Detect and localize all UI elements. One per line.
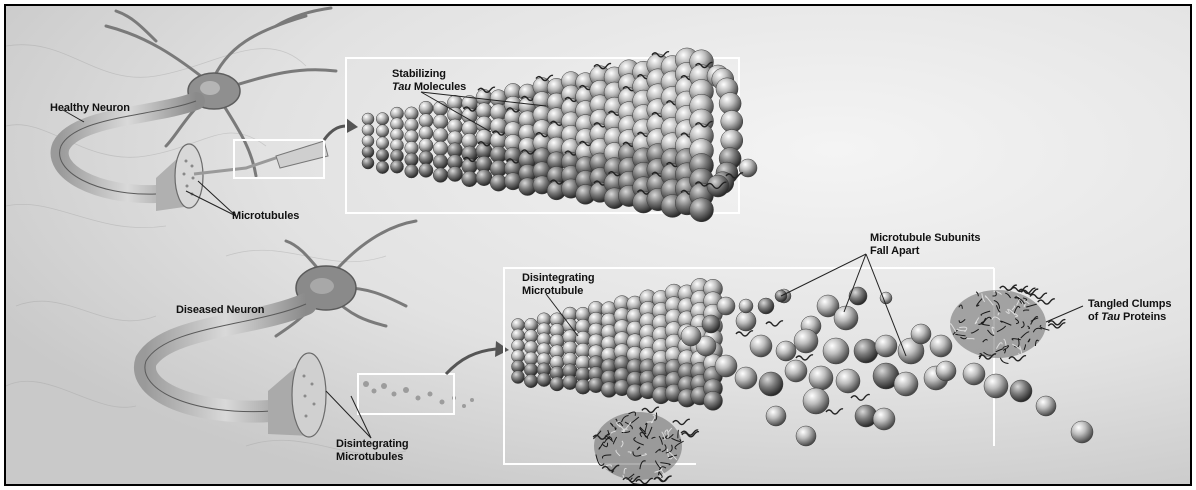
tangle-core	[950, 290, 1046, 358]
subunit-bead	[963, 363, 985, 385]
subunit-bead	[390, 160, 403, 173]
subunit-bead	[462, 171, 478, 187]
subunit-bead	[362, 157, 374, 169]
subunit-bead	[721, 110, 743, 132]
subunit-bead	[419, 163, 433, 177]
label-disintegrating-microtubules: Disintegrating Microtubules	[336, 438, 409, 464]
subunit-bead	[362, 113, 374, 125]
subunit-bead	[707, 175, 729, 197]
subunit-bead	[376, 125, 389, 138]
subunit-bead	[512, 371, 525, 384]
subunit-bead	[419, 138, 433, 152]
subunit-bead	[1071, 421, 1093, 443]
subunit-bead	[875, 335, 897, 357]
subunit-bead	[433, 168, 448, 183]
subunit-bead	[834, 306, 858, 330]
subunit-bead	[803, 388, 829, 414]
subunit-bead	[758, 298, 774, 314]
subunit-bead	[894, 372, 918, 396]
subunit-bead	[433, 141, 448, 156]
subunit-bead	[690, 198, 714, 222]
label-diseased-neuron: Diseased Neuron	[176, 304, 264, 317]
subunit-bead	[796, 426, 816, 446]
subunit-bead	[447, 166, 462, 181]
label-stabilizing-tau-line2: Tau Molecules	[392, 81, 466, 94]
subunit-bead	[433, 128, 448, 143]
subunit-bead	[376, 161, 389, 174]
label-disintegrating-microtubules-line1: Disintegrating	[336, 438, 409, 451]
subunit-bead	[419, 114, 433, 128]
label-healthy-neuron: Healthy Neuron	[50, 102, 130, 115]
subunit-bead	[849, 287, 867, 305]
subunit-bead	[563, 375, 578, 390]
subunit-bead	[911, 324, 931, 344]
label-stabilizing-tau-line1: Stabilizing	[392, 68, 466, 81]
subunit-bead	[405, 164, 419, 178]
subunit-bead	[766, 406, 786, 426]
subunit-bead	[419, 101, 433, 115]
subunit-bead	[1010, 380, 1032, 402]
subunit-bead	[362, 146, 374, 158]
subunit-bead	[362, 135, 374, 147]
subunit-bead	[759, 372, 783, 396]
subunit-bead	[785, 360, 807, 382]
subunit-bead	[362, 124, 374, 136]
subunit-bead	[550, 377, 564, 391]
subunit-bead	[524, 374, 537, 387]
subunit-bead	[930, 335, 952, 357]
subunit-bead	[433, 114, 448, 129]
subunit-bead	[836, 369, 860, 393]
subunit-bead	[717, 297, 735, 315]
subunit-bead	[739, 299, 753, 313]
subunit-bead	[739, 159, 757, 177]
label-disintegrating-microtubule: Disintegrating Microtubule	[522, 272, 595, 298]
subunit-bead	[376, 113, 389, 126]
subunit-bead	[750, 335, 772, 357]
subunit-bead	[809, 366, 833, 390]
subunit-bead	[376, 137, 389, 150]
subunit-bead	[419, 126, 433, 140]
subunit-bead	[823, 338, 849, 364]
subunit-bead	[704, 391, 723, 410]
subunit-bead	[854, 339, 878, 363]
tangle-fiber	[678, 430, 679, 438]
subunit-bead	[419, 151, 433, 165]
tangled-prefix: of	[1088, 311, 1101, 323]
label-disintegrating-microtubules-line2: Microtubules	[336, 451, 409, 464]
tangled-tau-italic: Tau	[1101, 311, 1120, 323]
subunit-bead	[984, 374, 1008, 398]
subunit-bead	[776, 341, 796, 361]
illustration-frame: Healthy Neuron Stabilizing Tau Molecules…	[4, 4, 1192, 486]
label-stabilizing-tau: Stabilizing Tau Molecules	[392, 68, 466, 94]
subunit-bead	[936, 361, 956, 381]
subunit-bead	[715, 355, 737, 377]
subunit-bead	[476, 170, 492, 186]
subunit-bead	[794, 329, 818, 353]
label-tangled-clumps: Tangled Clumps of Tau Proteins	[1088, 298, 1171, 324]
tangled-rest: Proteins	[1120, 311, 1166, 323]
subunit-bead	[736, 311, 756, 331]
subunit-bead	[433, 154, 448, 169]
tau-italic: Tau	[392, 81, 411, 93]
label-subunits-line2: Fall Apart	[870, 245, 980, 258]
subunit-bead	[537, 373, 551, 387]
label-tangled-line2: of Tau Proteins	[1088, 311, 1171, 324]
label-microtubules: Microtubules	[232, 210, 299, 223]
subunit-bead	[681, 326, 701, 346]
tau-rest: Molecules	[411, 81, 466, 93]
subunit-bead	[873, 408, 895, 430]
label-tangled-line1: Tangled Clumps	[1088, 298, 1171, 311]
subunit-bead	[735, 367, 757, 389]
label-disintegrating-microtubule-line2: Microtubule	[522, 285, 595, 298]
label-subunits-line1: Microtubule Subunits	[870, 232, 980, 245]
subunit-bead	[376, 149, 389, 162]
label-disintegrating-microtubule-line1: Disintegrating	[522, 272, 595, 285]
subunit-bead	[1036, 396, 1056, 416]
label-subunits-fall-apart: Microtubule Subunits Fall Apart	[870, 232, 980, 258]
subunit-bead	[702, 315, 720, 333]
neuron-illustration	[6, 6, 1190, 484]
